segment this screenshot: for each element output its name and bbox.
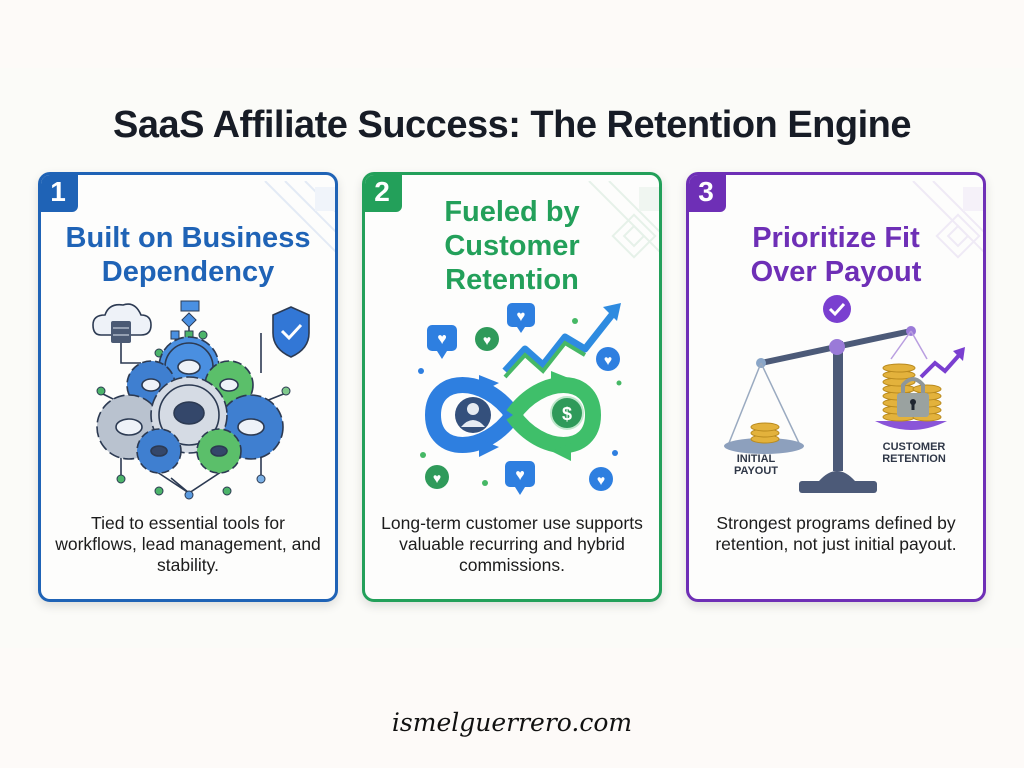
label-line: RETENTION: [882, 453, 946, 465]
heading-line: Over Payout: [750, 256, 922, 288]
footer-website: ismelguerrero.com: [391, 708, 633, 737]
page-title: SaaS Affiliate Success: The Retention En…: [112, 104, 912, 146]
heading-line: Dependency: [101, 256, 275, 288]
svg-text:♥: ♥: [515, 467, 525, 484]
card-heading: Built on Business Dependency: [41, 221, 335, 289]
card-description: Tied to essential tools for workflows, l…: [55, 513, 321, 575]
svg-text:$: $: [562, 404, 572, 424]
label-line: CUSTOMER: [882, 441, 946, 453]
heading-line: Retention: [445, 264, 579, 296]
card-description: Strongest programs defined by retention,…: [715, 513, 957, 554]
svg-text:♥: ♥: [437, 331, 447, 348]
card-fit-over-payout: 3 Prioritize Fit Over Payout: [686, 172, 986, 602]
step-number-badge: 3: [689, 175, 726, 212]
gears-network-icon: [92, 300, 310, 500]
svg-text:♥: ♥: [597, 472, 605, 488]
label-line: PAYOUT: [733, 465, 778, 477]
scale-label-initial-payout: INITIAL PAYOUT: [721, 453, 791, 477]
svg-text:♥: ♥: [433, 470, 441, 486]
card-customer-retention: 2 Fueled by Customer Retention ♥ ♥ ♥ ♥ ♥…: [362, 172, 662, 602]
svg-text:♥: ♥: [604, 352, 612, 368]
heading-line: Prioritize Fit: [752, 222, 920, 254]
svg-text:♥: ♥: [517, 308, 526, 325]
heading-line: Built on Business: [65, 222, 311, 254]
decorative-lines-icon: [912, 181, 983, 259]
heading-line: Fueled by: [444, 196, 580, 228]
balance-scale-icon: [724, 295, 965, 493]
svg-text:♥: ♥: [483, 332, 491, 348]
card-business-dependency: 1 Built on Business Dependency: [38, 172, 338, 602]
card-heading: Fueled by Customer Retention: [365, 195, 659, 297]
scale-label-customer-retention: CUSTOMER RETENTION: [869, 441, 959, 465]
infinity-loop-icon: ♥ ♥ ♥ ♥ ♥ ♥ ♥ $: [418, 303, 622, 495]
step-number-badge: 2: [365, 175, 402, 212]
decorative-lines-icon: [264, 181, 335, 253]
step-number-badge: 1: [41, 175, 78, 212]
heading-line: Customer: [444, 230, 580, 262]
label-line: INITIAL: [736, 453, 776, 465]
decorative-lines-icon: [588, 181, 659, 259]
card-description: Long-term customer use supports valuable…: [381, 513, 643, 575]
card-heading: Prioritize Fit Over Payout: [689, 221, 983, 289]
